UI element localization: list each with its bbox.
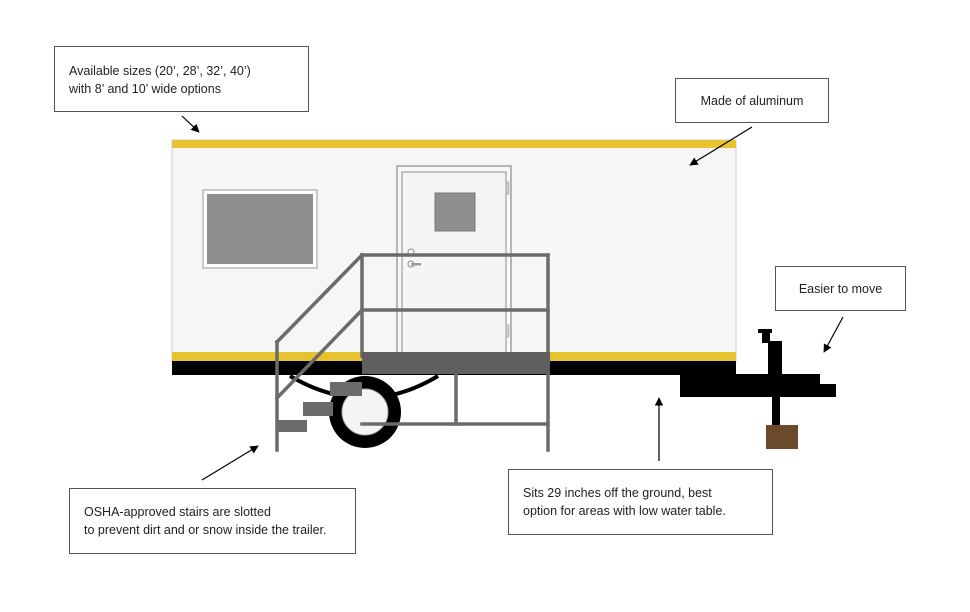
callout-stairs-line1: OSHA-approved stairs are slotted (84, 505, 271, 519)
top-stripe (172, 140, 736, 148)
callout-mobility: Easier to move (775, 266, 906, 311)
arrow-sizes (181, 115, 200, 133)
stair-step-1 (330, 382, 362, 396)
callout-stairs-line2: to prevent dirt and or snow inside the t… (84, 523, 327, 537)
arrow-material (689, 126, 753, 166)
callout-mobility-text: Easier to move (798, 282, 883, 296)
callout-height: Sits 29 inches off the ground, best opti… (508, 469, 773, 535)
callout-material: Made of aluminum (675, 78, 829, 123)
callout-height-line2: option for areas with low water table. (523, 504, 726, 518)
callout-height-line1: Sits 29 inches off the ground, best (523, 486, 712, 500)
callout-sizes-line2: with 8’ and 10’ wide options (69, 82, 221, 96)
arrow-stairs (201, 445, 259, 481)
side-window-glass (207, 194, 313, 264)
door-hinge-bottom (505, 324, 510, 338)
callout-sizes-line1: Available sizes (20’, 28’, 32’, 40’) (69, 64, 251, 78)
door-window (434, 192, 476, 232)
wheel-icon (329, 376, 401, 448)
callout-stairs: OSHA-approved stairs are slotted to prev… (69, 488, 356, 554)
arrow-icon (181, 115, 844, 481)
stairs (274, 252, 550, 452)
stair-platform (362, 352, 550, 374)
hitch-tongue (736, 374, 836, 397)
arrow-mobility (823, 316, 844, 353)
chassis-drop (680, 375, 736, 397)
door-hinge-top (505, 181, 510, 195)
stair-step-2 (303, 402, 333, 416)
stair-step-3 (277, 420, 307, 432)
callout-material-text: Made of aluminum (700, 94, 804, 108)
jack-icon (758, 329, 782, 425)
callout-sizes: Available sizes (20’, 28’, 32’, 40’) wit… (54, 46, 309, 112)
jack-block (766, 425, 798, 449)
